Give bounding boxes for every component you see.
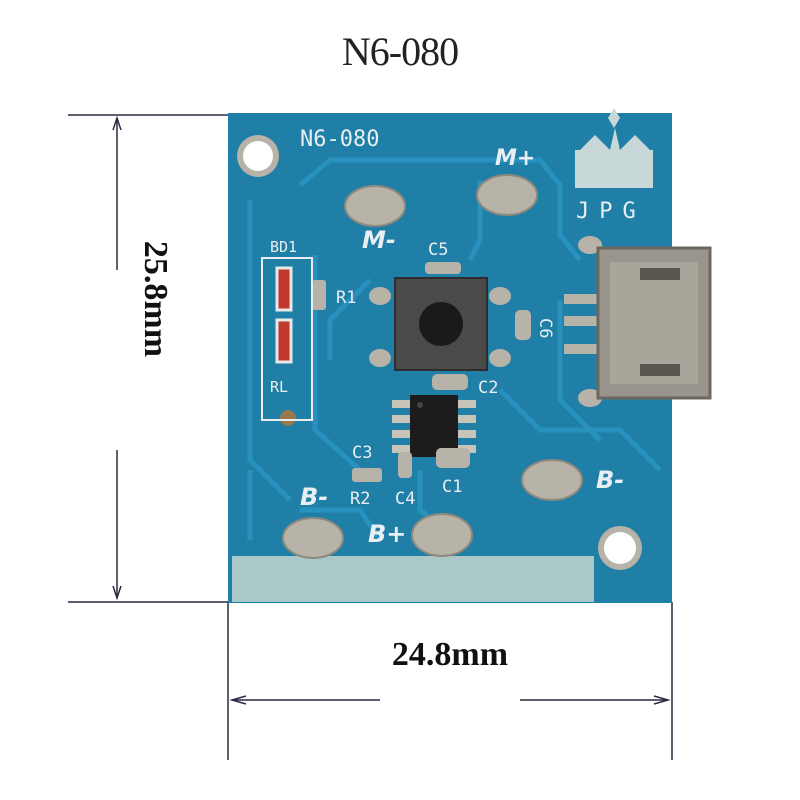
width-dimension-lines — [227, 602, 673, 760]
silk-m-plus: M+ — [495, 146, 535, 171]
width-dimension-label: 24.8mm — [391, 636, 509, 673]
bd1-outline — [261, 257, 313, 421]
pad-b-plus — [411, 513, 473, 557]
smd-components — [275, 236, 602, 482]
silk-rl: RL — [270, 378, 288, 396]
solder-pads — [282, 174, 583, 559]
pad-b-minus-right — [521, 459, 583, 501]
pcb-edge-strip — [232, 556, 594, 602]
silk-c3: C3 — [352, 443, 372, 463]
silk-model: N6-080 — [300, 127, 379, 152]
ic-chip — [392, 395, 476, 457]
silk-b-plus: B+ — [368, 520, 406, 548]
silk-brand: JPG — [576, 199, 646, 224]
height-dimension-label: 25.8mm — [137, 240, 174, 358]
silk-c5: C5 — [428, 240, 448, 260]
silk-r2: R2 — [350, 489, 370, 509]
pad-m-plus — [476, 174, 538, 216]
silk-r1: R1 — [336, 288, 356, 308]
silk-b-minus-right: B- — [596, 466, 624, 494]
silk-c6: C6 — [535, 318, 555, 338]
tactile-switch — [369, 277, 511, 371]
pad-m-minus — [344, 185, 406, 227]
pad-b-minus-left — [282, 517, 344, 559]
silk-c1: C1 — [442, 477, 462, 497]
silk-m-minus: M- — [362, 226, 396, 254]
height-dimension-lines — [68, 114, 232, 603]
silk-b-minus-left: B- — [300, 483, 328, 511]
silk-c4: C4 — [395, 489, 415, 509]
product-title: N6-080 — [341, 29, 459, 74]
silk-c2: C2 — [478, 378, 498, 398]
silk-bd1: BD1 — [270, 238, 297, 256]
crown-logo — [575, 108, 653, 188]
micro-usb-port — [564, 246, 712, 400]
copper-traces — [247, 157, 662, 542]
